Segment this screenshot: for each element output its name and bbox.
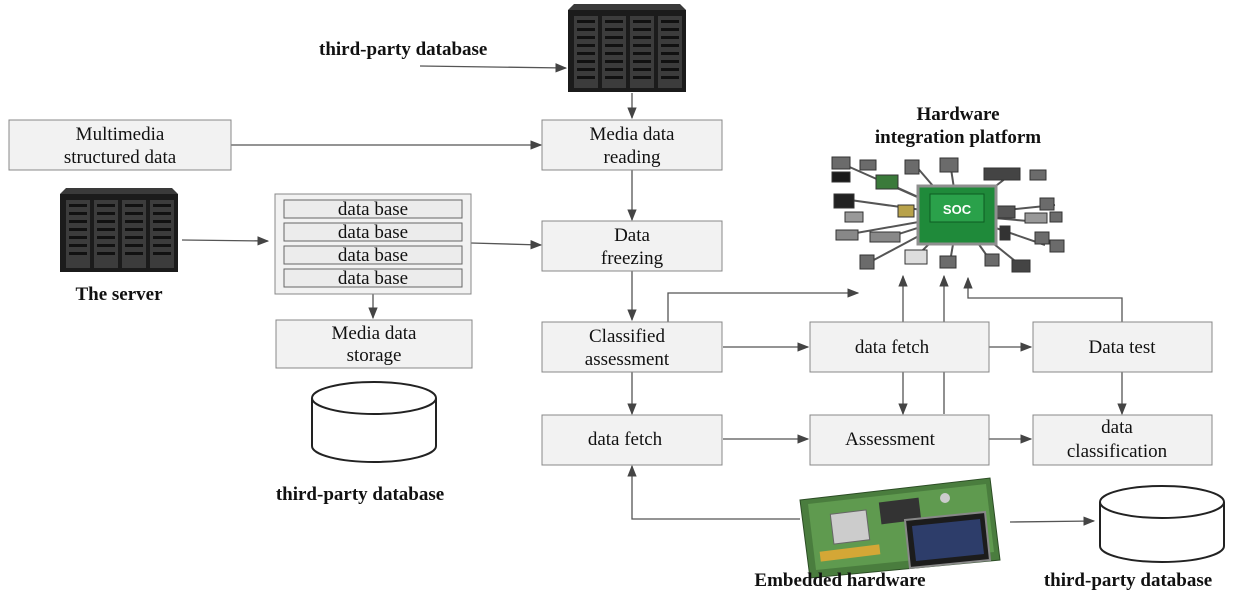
db-item-3: data base [338, 245, 408, 266]
right-db-caption: third-party database [1044, 570, 1212, 590]
classified-line1: Classified [589, 326, 665, 347]
db-item-4: data base [338, 268, 408, 289]
embedded-caption: Embedded hardware [754, 570, 925, 590]
multimedia-line1: Multimedia [76, 124, 165, 145]
multimedia-line2: structured data [64, 147, 177, 168]
classified-line2: assessment [585, 349, 670, 370]
media-data-storage-box: Media data storage [275, 319, 473, 369]
database-cylinder-icon-right [1099, 485, 1225, 563]
media-reading-line2: reading [604, 147, 661, 168]
hw-platform-caption-line1: Hardware [916, 104, 999, 125]
classification-line1: data [1101, 417, 1133, 438]
db-item-2: data base [338, 222, 408, 243]
embedded-board-icon [799, 477, 1001, 579]
server-rack-icon-left [60, 188, 178, 272]
assessment-box: Assessment [809, 414, 990, 466]
media-storage-line1: Media data [332, 323, 418, 344]
server-caption: The server [75, 284, 163, 305]
assessment-label: Assessment [845, 429, 935, 450]
data-freezing-line1: Data [614, 225, 650, 246]
classified-assessment-box: Classified assessment [541, 321, 723, 373]
data-freezing-line2: freezing [601, 248, 664, 269]
hardware-platform-icon: SOC [831, 156, 1065, 273]
data-fetch-mid-box: data fetch [809, 321, 990, 373]
soc-chip-label: SOC [943, 202, 972, 217]
data-classification-box: data classification [1032, 414, 1213, 466]
database-cylinder-icon-left [311, 381, 437, 463]
data-fetch-mid-label: data fetch [855, 337, 930, 358]
data-fetch-low-box: data fetch [541, 414, 723, 466]
classification-line2: classification [1067, 441, 1168, 462]
hw-platform-caption-line2: integration platform [875, 127, 1041, 148]
media-storage-line2: storage [347, 345, 402, 366]
db-item-1: data base [338, 199, 408, 220]
data-test-box: Data test [1032, 321, 1213, 373]
data-freezing-box: Data freezing [541, 220, 723, 272]
connectors [181, 63, 1127, 526]
data-fetch-low-label: data fetch [588, 429, 663, 450]
top-db-caption: third-party database [319, 39, 487, 60]
database-group-box: data base data base data base data base [274, 193, 472, 295]
media-data-reading-box: Media data reading [541, 119, 723, 171]
data-test-label: Data test [1088, 337, 1156, 358]
multimedia-structured-data-box: Multimedia structured data [8, 119, 232, 171]
left-db-caption: third-party database [276, 484, 444, 505]
media-reading-line1: Media data [590, 124, 676, 145]
server-rack-icon-top [568, 4, 686, 92]
